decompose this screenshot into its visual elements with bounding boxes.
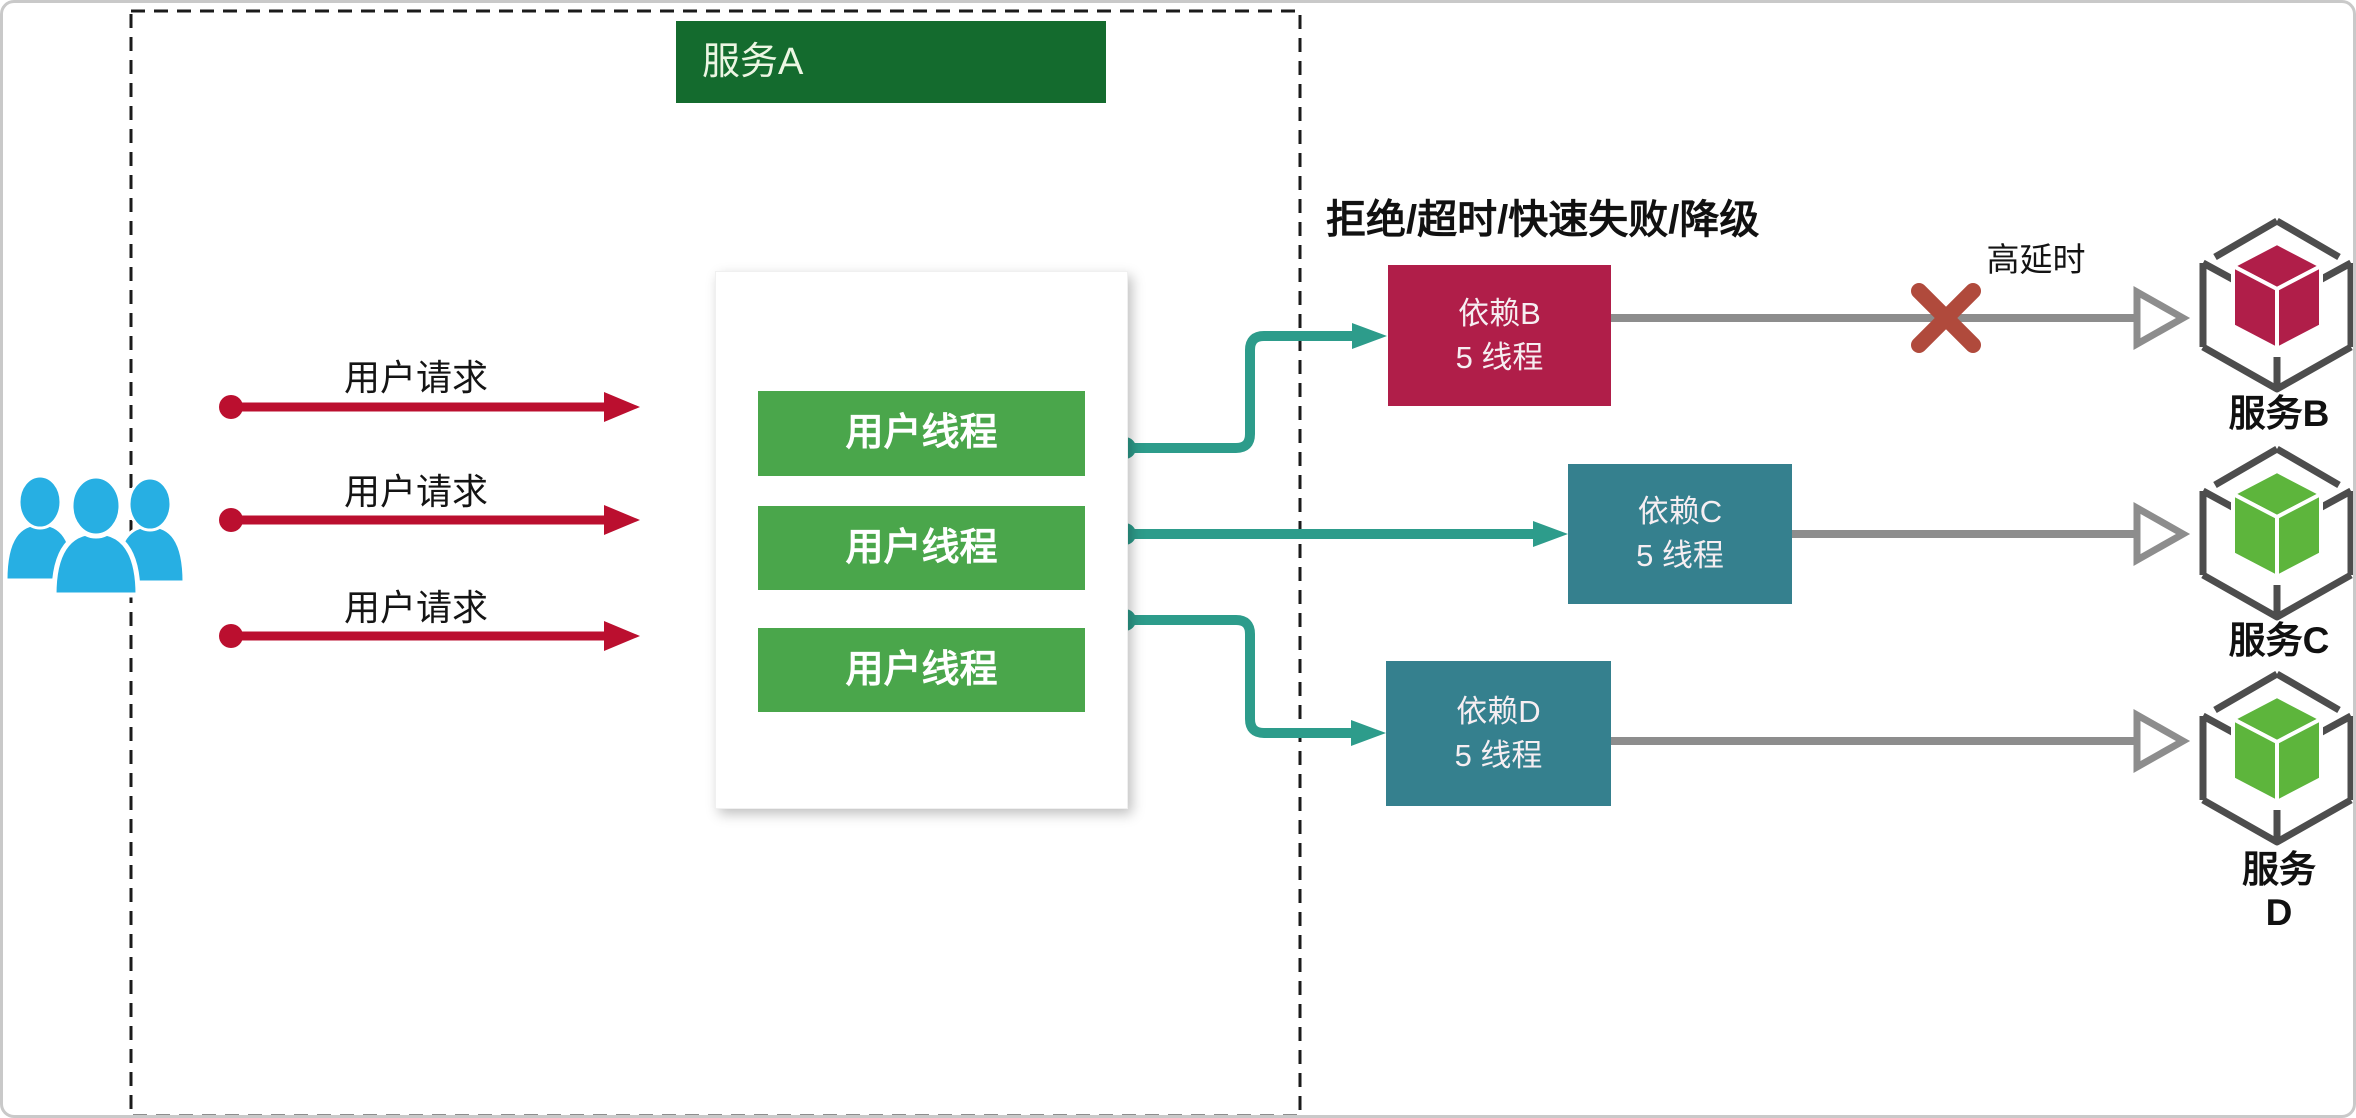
thread-connector-d xyxy=(1114,609,1386,746)
request-arrows xyxy=(219,392,640,651)
dependency-b-threads: 5 线程 xyxy=(1455,339,1544,375)
dependency-c-name: 依赖C xyxy=(1637,494,1723,529)
request-label-1: 用户请求 xyxy=(343,357,488,398)
service-a-title-box: 服务A xyxy=(676,21,1106,103)
failure-modes-label: 拒绝/超时/快速失败/降级 xyxy=(1326,198,1760,242)
dependency-c-box: 依赖C 5 线程 xyxy=(1568,464,1792,604)
service-a-dashed-boundary xyxy=(129,9,1302,1115)
open-arrowhead-c-icon xyxy=(2133,502,2191,566)
request-arrow-1 xyxy=(219,392,640,422)
service-cubes xyxy=(2199,217,2353,846)
open-arrowhead-b-icon xyxy=(2133,286,2191,350)
request-label-2: 用户请求 xyxy=(343,471,488,512)
thread-connector-b xyxy=(1114,323,1387,459)
service-d-label-line2: D xyxy=(2265,892,2293,933)
open-arrowhead-d-icon xyxy=(2133,709,2191,773)
request-arrow-2 xyxy=(219,505,640,535)
service-d-label: 服务 D xyxy=(2179,848,2353,934)
dependency-d-box: 依赖D 5 线程 xyxy=(1386,661,1611,806)
service-b-cube-icon xyxy=(2199,217,2353,393)
users-icon xyxy=(4,473,186,598)
request-label-3: 用户请求 xyxy=(343,587,488,628)
diagram-shapes-layer xyxy=(4,9,2353,1115)
high-latency-label: 高延时 xyxy=(1986,241,2086,278)
dependency-d-threads: 5 线程 xyxy=(1454,737,1543,773)
dependency-c-threads: 5 线程 xyxy=(1636,538,1724,573)
user-thread-box-2: 用户线程 xyxy=(758,506,1085,590)
thread-connector-c xyxy=(1114,521,1568,547)
dependency-b-name: 依赖B xyxy=(1458,295,1541,331)
user-thread-box-3: 用户线程 xyxy=(758,628,1085,712)
service-c-label: 服务C xyxy=(2228,620,2330,661)
outbound-lines xyxy=(1611,286,2191,773)
service-d-cube-icon xyxy=(2199,670,2353,846)
service-c-cube-icon xyxy=(2199,445,2353,621)
dependency-d-name: 依赖D xyxy=(1456,693,1541,729)
service-d-label-line1: 服务 xyxy=(2242,849,2316,890)
dependency-b-box: 依赖B 5 线程 xyxy=(1388,265,1611,406)
request-arrow-3 xyxy=(219,621,640,651)
error-cross-icon xyxy=(1911,283,1981,353)
user-thread-box-1: 用户线程 xyxy=(758,391,1085,476)
service-b-label: 服务B xyxy=(2228,393,2330,434)
